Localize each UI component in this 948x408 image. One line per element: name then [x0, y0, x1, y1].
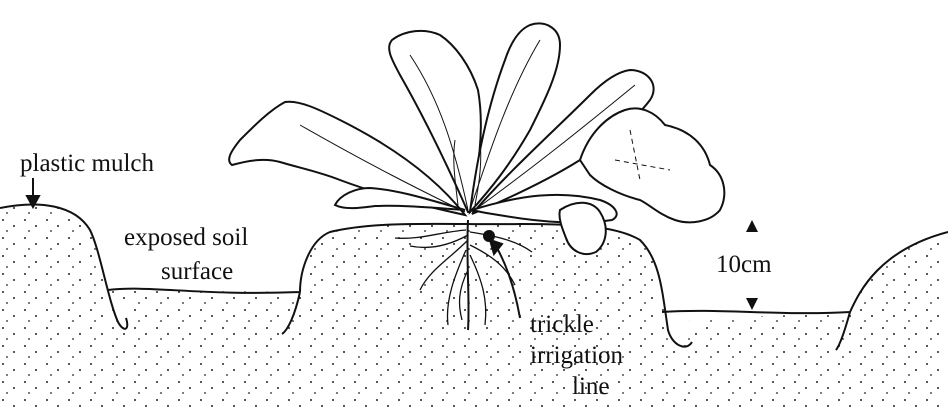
plant-stem	[467, 220, 468, 330]
irrigation-label: irrigation	[530, 342, 623, 370]
line-label: line	[572, 373, 610, 401]
exposed-soil-label: exposed soil	[124, 224, 248, 252]
plant-leaves	[229, 24, 724, 255]
plastic-mulch-label: plastic mulch	[20, 150, 154, 178]
height-label: 10cm	[716, 251, 772, 279]
plastic-mulch-pointer	[27, 178, 39, 207]
trickle-label: trickle	[530, 311, 594, 339]
surface-label: surface	[161, 258, 233, 286]
